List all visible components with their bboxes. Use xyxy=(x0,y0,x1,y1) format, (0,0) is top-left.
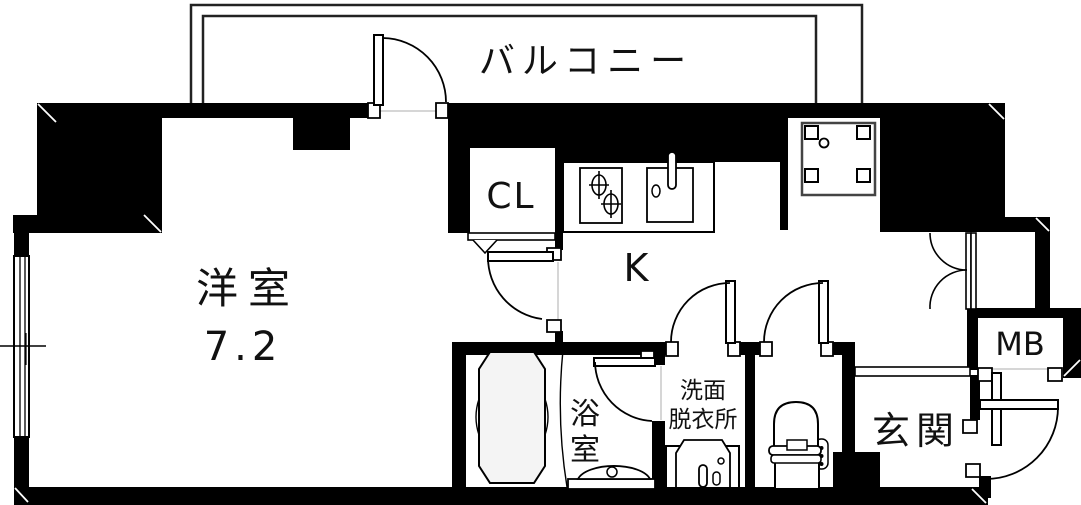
entrance-door-icon xyxy=(979,372,1059,480)
balcony-railing xyxy=(189,3,864,104)
bathroom-door-icon xyxy=(593,357,656,422)
stove-burner-icon xyxy=(589,171,621,218)
walls xyxy=(13,103,1081,505)
washroom-door-icon xyxy=(670,280,736,344)
meter-box-label: MB xyxy=(995,325,1045,363)
washbasin-icon xyxy=(665,439,740,489)
toilet-door-icon xyxy=(763,280,829,344)
washroom-label-line2: 脱衣所 xyxy=(669,407,738,433)
bathroom-label-char2: 室 xyxy=(570,433,600,468)
toilet-icon xyxy=(768,400,829,490)
washing-machine-pan-icon xyxy=(800,121,877,197)
entrance-step-line xyxy=(854,366,971,377)
bathroom-floor-curve xyxy=(559,349,568,488)
kitchen-sink-icon xyxy=(646,151,694,223)
closet-front-icon xyxy=(467,232,556,255)
bath-counter-icon xyxy=(567,465,656,490)
kitchen-label: K xyxy=(624,246,650,290)
door-guides xyxy=(380,110,1048,420)
closet-label: CL xyxy=(486,176,535,217)
entrance-label: 玄関 xyxy=(872,409,960,453)
wall-chamfer-marks xyxy=(14,103,1081,504)
washroom-label-line1: 洗面 xyxy=(680,378,726,404)
window-icon xyxy=(0,255,46,438)
room-door-icon xyxy=(487,251,554,320)
western-room-size: 7.2 xyxy=(204,324,283,370)
balcony-label: バルコニー xyxy=(479,41,693,82)
balcony-door-icon xyxy=(373,34,447,106)
bathroom-label-char1: 浴 xyxy=(570,397,600,432)
hall-closet-doors-icon xyxy=(929,232,977,310)
western-room-label: 洋室 xyxy=(196,264,300,313)
bathtub-icon xyxy=(475,351,549,484)
kitchen-counter xyxy=(562,151,715,233)
